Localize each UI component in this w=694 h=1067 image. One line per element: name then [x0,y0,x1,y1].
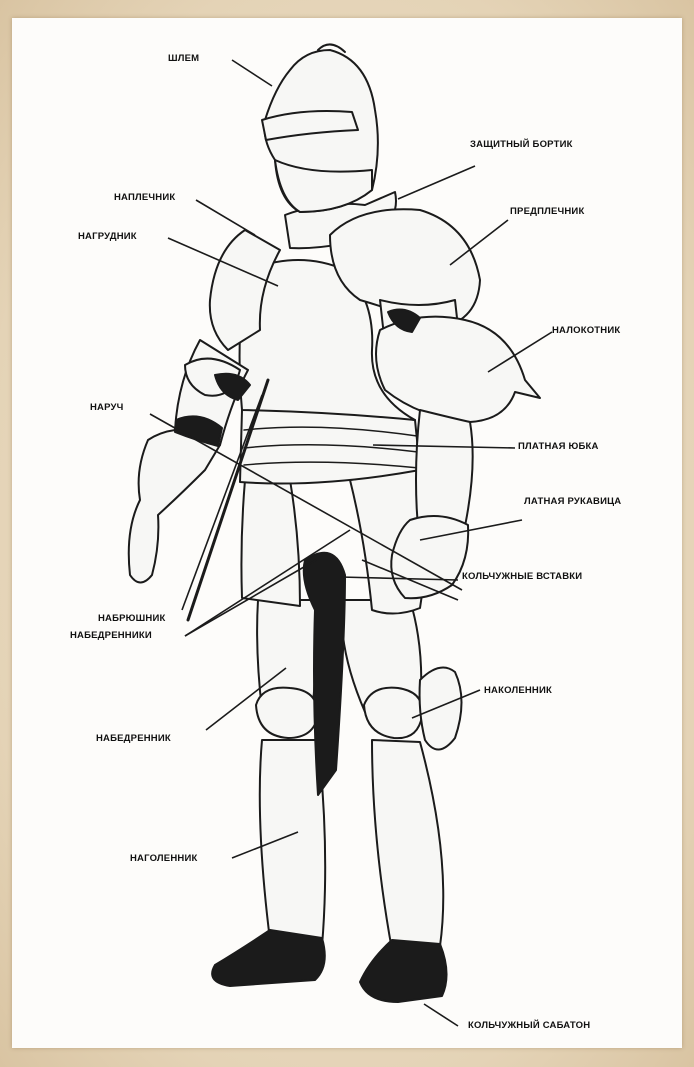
label-shlem: ШЛЕМ [168,53,199,64]
label-nagrudnik: НАГРУДНИК [78,231,137,242]
label-naplechnik: НАПЛЕЧНИК [114,192,175,203]
label-kolchuzhny-sabaton: КОЛЬЧУЖНЫЙ САБАТОН [468,1020,590,1031]
right-knee-cop [364,688,422,739]
left-sabaton [212,930,325,986]
label-platnaya-yubka: ПЛАТНАЯ ЮБКА [518,441,599,452]
label-nagolennik: НАГОЛЕННИК [130,853,197,864]
label-nabedrennik: НАБЕДРЕННИК [96,733,171,744]
label-nalokotnik: НАЛОКОТНИК [552,325,620,336]
right-couter [376,317,540,422]
knee-wing-right [420,668,462,750]
label-nakolennik: НАКОЛЕННИК [484,685,552,696]
label-nabryushnik: НАБРЮШНИК [98,613,166,624]
label-naruch: НАРУЧ [90,402,124,413]
label-predplechnik: ПРЕДПЛЕЧНИК [510,206,584,217]
label-zashchitny-bortik: ЗАЩИТНЫЙ БОРТИК [470,139,573,150]
left-gauntlet [129,430,220,583]
right-sabaton [360,940,447,1002]
label-nabedrenniki: НАБЕДРЕННИКИ [70,630,152,641]
left-knee-cop [256,688,318,738]
label-latnaya-rukavitsa: ЛАТНАЯ РУКАВИЦА [524,496,621,507]
right-greave [372,740,443,950]
label-kolchuzhnye-vstavki: КОЛЬЧУЖНЫЕ ВСТАВКИ [462,571,582,582]
